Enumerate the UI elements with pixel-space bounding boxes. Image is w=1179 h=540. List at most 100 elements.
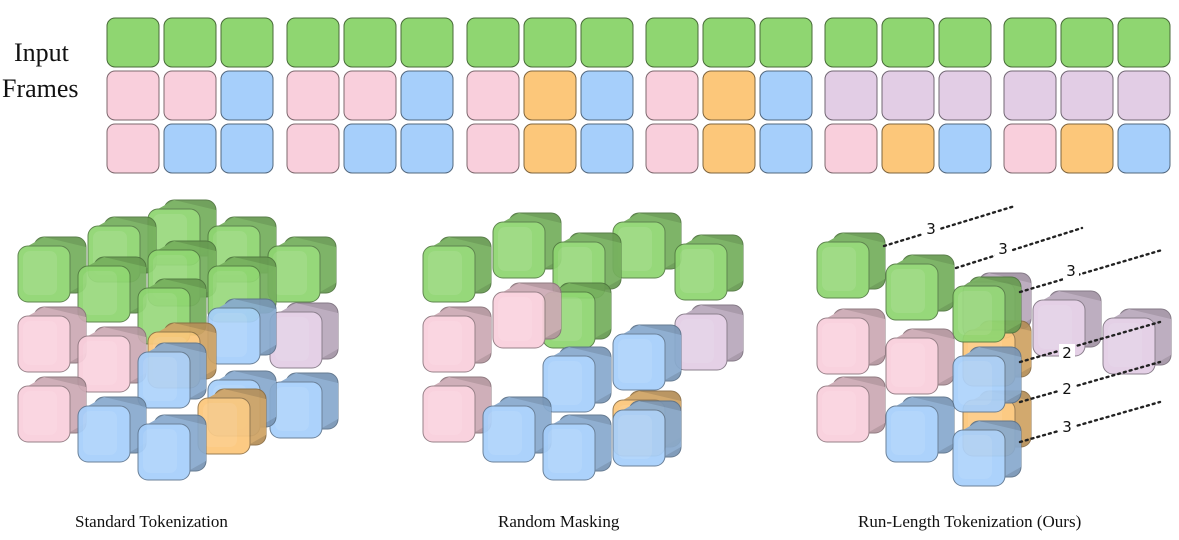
input-tile-green [938,17,992,68]
input-tile-pink [466,123,520,174]
token-cube-green [492,212,562,279]
input-frame-3 [466,17,634,174]
input-tile-pink [645,123,699,174]
token-cube-pink [816,376,886,443]
input-tile-pink [286,70,340,121]
input-tile-pink [106,70,160,121]
token-cube-pink [422,306,492,373]
input-tile-green [580,17,634,68]
input-tile-blue [580,123,634,174]
input-tile-pink [645,70,699,121]
run-length-number: 2 [1062,344,1072,362]
run-length-line [954,226,1084,270]
input-tile-lavender [1060,70,1114,121]
token-cube-green [816,232,886,299]
run-length-line [1018,400,1162,444]
token-cube-pink [17,306,87,373]
token-cube-blue [612,400,682,467]
input-tile-green [523,17,577,68]
input-frame-6 [1003,17,1171,174]
token-cube-green [952,276,1022,343]
input-tile-pink [343,70,397,121]
input-tile-blue [220,70,274,121]
input-frames-grid [106,17,1171,174]
caption-run-length-tokenization: Run-Length Tokenization (Ours) [858,512,1082,531]
input-tile-blue [400,123,454,174]
token-cube-blue [482,396,552,463]
input-tile-pink [466,70,520,121]
input-tile-green [400,17,454,68]
input-tile-orange [1060,123,1114,174]
input-tile-orange [881,123,935,174]
input-frame-5 [824,17,992,174]
input-tile-orange [523,123,577,174]
run-length-line [1018,360,1162,404]
token-cube-pink [885,328,955,395]
input-tile-pink [1003,123,1057,174]
token-cube-blue [207,298,277,365]
caption-random-masking: Random Masking [498,512,620,531]
run-length-number: 2 [1062,380,1072,398]
token-cube-lavender [674,304,744,371]
input-tile-green [343,17,397,68]
run-length-number: 3 [1062,418,1072,436]
token-cube-blue [542,414,612,481]
input-tile-green [824,17,878,68]
input-tile-pink [106,123,160,174]
token-cube-green [422,236,492,303]
token-cube-pink [492,282,562,349]
input-tile-lavender [938,70,992,121]
input-tile-green [645,17,699,68]
token-cube-blue [77,396,147,463]
input-tile-green [163,17,217,68]
input-tile-orange [702,70,756,121]
input-tile-green [466,17,520,68]
token-cube-pink [816,308,886,375]
input-tile-orange [702,123,756,174]
input-tile-blue [1117,123,1171,174]
token-cube-green [885,254,955,321]
token-cube-green [674,234,744,301]
token-cube-green [267,236,337,303]
input-tile-green [106,17,160,68]
token-cube-green [17,236,87,303]
input-tile-lavender [1003,70,1057,121]
random-masking-cubes [422,212,744,481]
input-tile-lavender [824,70,878,121]
input-tile-blue [343,123,397,174]
token-cube-blue [952,420,1022,487]
input-frame-4 [645,17,813,174]
input-tile-orange [523,70,577,121]
input-tile-pink [824,123,878,174]
token-cube-green [77,256,147,323]
token-cube-blue [137,342,207,409]
run-length-number: 3 [1066,262,1076,280]
input-tile-green [1060,17,1114,68]
input-frame-2 [286,17,454,174]
token-cube-blue [885,396,955,463]
run-length-line [1018,248,1164,294]
input-tile-pink [286,123,340,174]
token-cube-blue [612,324,682,391]
token-cube-orange [197,388,267,455]
token-cube-blue [137,414,207,481]
token-cube-pink [17,376,87,443]
input-tile-blue [580,70,634,121]
token-cube-blue [542,346,612,413]
run-length-line [1018,320,1162,364]
input-tile-lavender [881,70,935,121]
input-tile-blue [759,123,813,174]
token-cube-green [612,212,682,279]
token-cube-pink [422,376,492,443]
input-tile-green [286,17,340,68]
token-cube-blue [952,346,1022,413]
input-tile-green [1003,17,1057,68]
run-length-line [882,204,1017,248]
caption-standard-tokenization: Standard Tokenization [75,512,228,531]
input-tile-blue [220,123,274,174]
input-frame-1 [106,17,274,174]
token-cube-pink [77,326,147,393]
run-length-number: 3 [926,220,936,238]
